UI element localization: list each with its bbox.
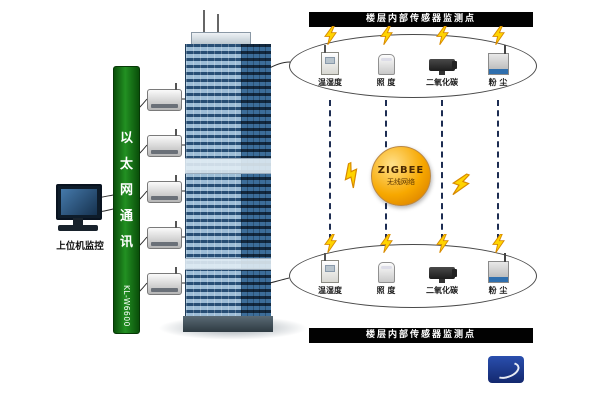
building-side-face — [241, 44, 271, 322]
gateway-device — [147, 129, 182, 157]
zigbee-subtitle: 无线网络 — [387, 178, 415, 186]
sensor-label: 照 度 — [376, 286, 396, 295]
sensor-temp-humidity-top: 温湿度 — [300, 26, 360, 88]
dust-sensor-icon — [487, 45, 509, 75]
wireless-link-dashed — [497, 100, 499, 240]
sensor-group-ellipse-top — [289, 34, 537, 98]
sensor-group-header-bottom: 楼层内部传感器监测点 — [309, 328, 533, 343]
sensor-label: 二氧化碳 — [426, 286, 458, 295]
dust-sensor-icon — [487, 253, 509, 283]
building-illustration — [183, 10, 275, 334]
sensor-group-header-top: 楼层内部传感器监测点 — [309, 12, 533, 27]
ethernet-char: 讯 — [119, 235, 133, 250]
lightning-icon — [379, 26, 393, 45]
building-front-face — [185, 44, 242, 322]
host-computer-stand — [73, 218, 83, 225]
temp-humidity-sensor-icon — [321, 253, 339, 283]
sensor-label: 二氧化碳 — [426, 78, 458, 87]
lightning-icon — [491, 234, 505, 253]
sensor-light-bottom: 照 度 — [356, 234, 416, 296]
zigbee-name: ZIGBEE — [377, 165, 425, 176]
gateway-device — [147, 83, 182, 111]
building-band — [185, 158, 271, 174]
lightning-icon — [435, 234, 449, 253]
lightning-icon — [435, 26, 449, 45]
lightning-icon — [323, 26, 337, 45]
ethernet-char: 太 — [119, 157, 133, 172]
ethernet-char: 以 — [119, 131, 133, 146]
sensor-co2-top: 二氧化碳 — [412, 26, 472, 88]
sensor-temp-humidity-bottom: 温湿度 — [300, 234, 360, 296]
ethernet-char: 网 — [119, 183, 133, 198]
sensor-label: 温湿度 — [318, 286, 342, 295]
host-computer-base — [58, 225, 98, 231]
temp-humidity-sensor-icon — [321, 45, 339, 75]
gateway-device — [147, 175, 182, 203]
building-band — [185, 258, 271, 270]
sensor-label: 粉 尘 — [488, 286, 508, 295]
device-model-label: KL-W6600 — [122, 285, 131, 327]
light-sensor-icon — [377, 262, 395, 283]
co2-sensor-icon — [429, 59, 457, 75]
sensor-label: 照 度 — [376, 78, 396, 87]
ethernet-bus-bar: 以 太 网 通 讯 KL-W6600 — [113, 66, 140, 334]
sensor-label: 粉 尘 — [488, 78, 508, 87]
sensor-dust-top: 粉 尘 — [468, 26, 528, 88]
building-base — [183, 316, 273, 332]
wireless-link-dashed — [329, 100, 331, 240]
sensor-co2-bottom: 二氧化碳 — [412, 234, 472, 296]
sensor-light-top: 照 度 — [356, 26, 416, 88]
lightning-icon — [451, 173, 471, 196]
sensor-group-ellipse-bottom — [289, 244, 537, 308]
ethernet-char: 通 — [119, 209, 133, 224]
sensor-label: 温湿度 — [318, 78, 342, 87]
sensor-dust-bottom: 粉 尘 — [468, 234, 528, 296]
host-computer-label: 上位机监控 — [56, 241, 104, 252]
ethernet-bus-label: 以 太 网 通 讯 — [114, 127, 139, 250]
light-sensor-icon — [377, 54, 395, 75]
lightning-icon — [344, 161, 358, 189]
vendor-logo — [488, 356, 524, 383]
wireless-link-dashed — [441, 100, 443, 240]
zigbee-hub: ZIGBEE 无线网络 — [371, 146, 431, 206]
antenna-icon — [203, 10, 205, 34]
host-computer-monitor — [56, 184, 102, 220]
lightning-icon — [323, 234, 337, 253]
antenna-icon — [217, 14, 219, 32]
lightning-icon — [491, 26, 505, 45]
gateway-device — [147, 221, 182, 249]
co2-sensor-icon — [429, 267, 457, 283]
lightning-icon — [379, 234, 393, 253]
gateway-device — [147, 267, 182, 295]
